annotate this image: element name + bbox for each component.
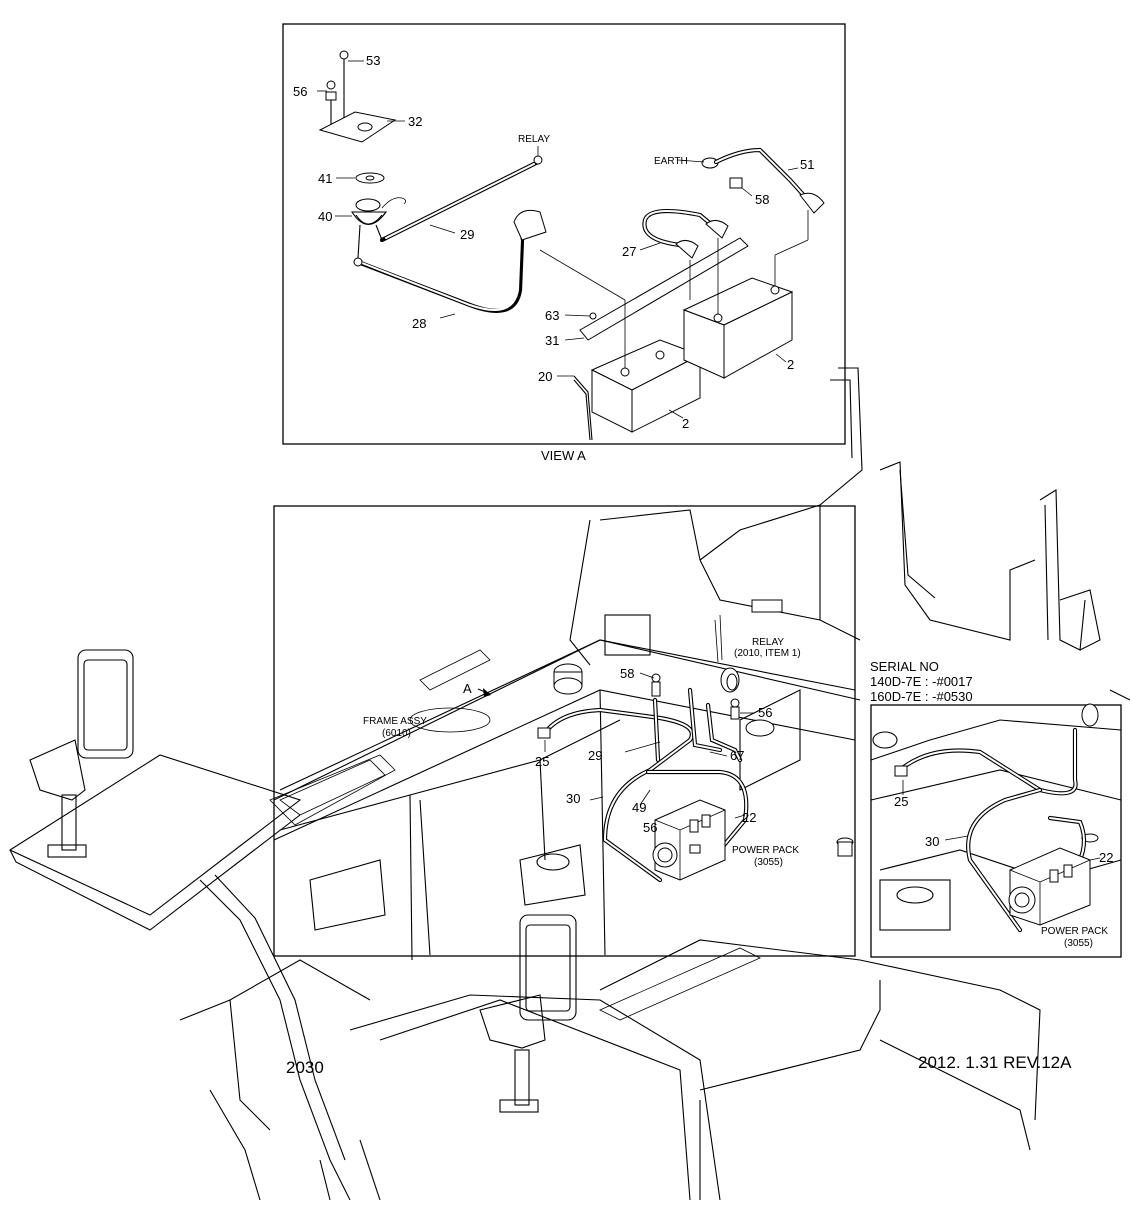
callout-51: 51 — [800, 157, 814, 172]
power-pack-serial-label: POWER PACK — [1041, 926, 1108, 937]
callout-25-serial: 25 — [894, 794, 908, 809]
page-code: 2030 — [286, 1058, 324, 1077]
battery-1 — [590, 339, 702, 433]
callout-2-upper: 2 — [787, 357, 794, 372]
relay-label: RELAY — [518, 134, 550, 145]
callout-49-main: 49 — [632, 800, 646, 815]
callout-53: 53 — [366, 53, 380, 68]
callout-67-main: 67 — [730, 748, 744, 763]
serial-160-label: 160D-7E : -#0530 — [870, 689, 973, 704]
callout-22-main: 22 — [742, 810, 756, 825]
relay-main-label: RELAY — [752, 637, 784, 648]
main-detail-frame — [273, 505, 856, 957]
callout-29-main: 29 — [588, 748, 602, 763]
serial-140-label: 140D-7E : -#0017 — [870, 674, 973, 689]
revision-label: 2012. 1.31 REV.12A — [918, 1053, 1072, 1072]
callout-41: 41 — [318, 171, 332, 186]
frame-assy-ref: (6010) — [382, 728, 411, 739]
callout-58-main: 58 — [620, 666, 634, 681]
callout-30-main: 30 — [566, 791, 580, 806]
battery-2 — [682, 277, 794, 379]
callout-58: 58 — [755, 192, 769, 207]
power-pack-serial — [1008, 847, 1091, 926]
power-pack-serial-ref: (3055) — [1064, 938, 1093, 949]
view-a-detail: 53 56 32 41 40 29 28 RELAY EARTH 51 58 2… — [282, 23, 846, 463]
callout-31: 31 — [545, 333, 559, 348]
callout-30-serial: 30 — [925, 834, 939, 849]
callout-56-main-lower: 56 — [643, 820, 657, 835]
power-pack-main-label: POWER PACK — [732, 845, 799, 856]
view-marker-a: A — [463, 681, 472, 696]
serial-detail: SERIAL NO 140D-7E : -#0017 160D-7E : -#0… — [870, 659, 1122, 958]
callout-20: 20 — [538, 369, 552, 384]
view-a-frame — [282, 23, 846, 445]
callout-40: 40 — [318, 209, 332, 224]
callout-2-lower: 2 — [682, 416, 689, 431]
machine-frame-drawing — [8, 367, 1130, 1201]
callout-25-main: 25 — [535, 754, 549, 769]
callout-29: 29 — [460, 227, 474, 242]
callout-56: 56 — [293, 84, 307, 99]
serial-no-label: SERIAL NO — [870, 659, 939, 674]
frame-assy-label: FRAME ASSY — [363, 716, 427, 727]
callout-56-main-upper: 56 — [758, 705, 772, 720]
power-pack-main-ref: (3055) — [754, 857, 783, 868]
power-pack — [652, 799, 726, 881]
serial-detail-frame — [870, 704, 1122, 958]
callout-32: 32 — [408, 114, 422, 129]
earth-label: EARTH — [654, 156, 688, 167]
callout-28: 28 — [412, 316, 426, 331]
callout-27: 27 — [622, 244, 636, 259]
main-detail: FRAME ASSY (6010) RELAY (2010, ITEM 1) A… — [273, 505, 856, 957]
relay-main-ref: (2010, ITEM 1) — [734, 648, 801, 659]
callout-22-serial: 22 — [1099, 850, 1113, 865]
callout-63: 63 — [545, 308, 559, 323]
view-a-title: VIEW A — [541, 448, 586, 463]
